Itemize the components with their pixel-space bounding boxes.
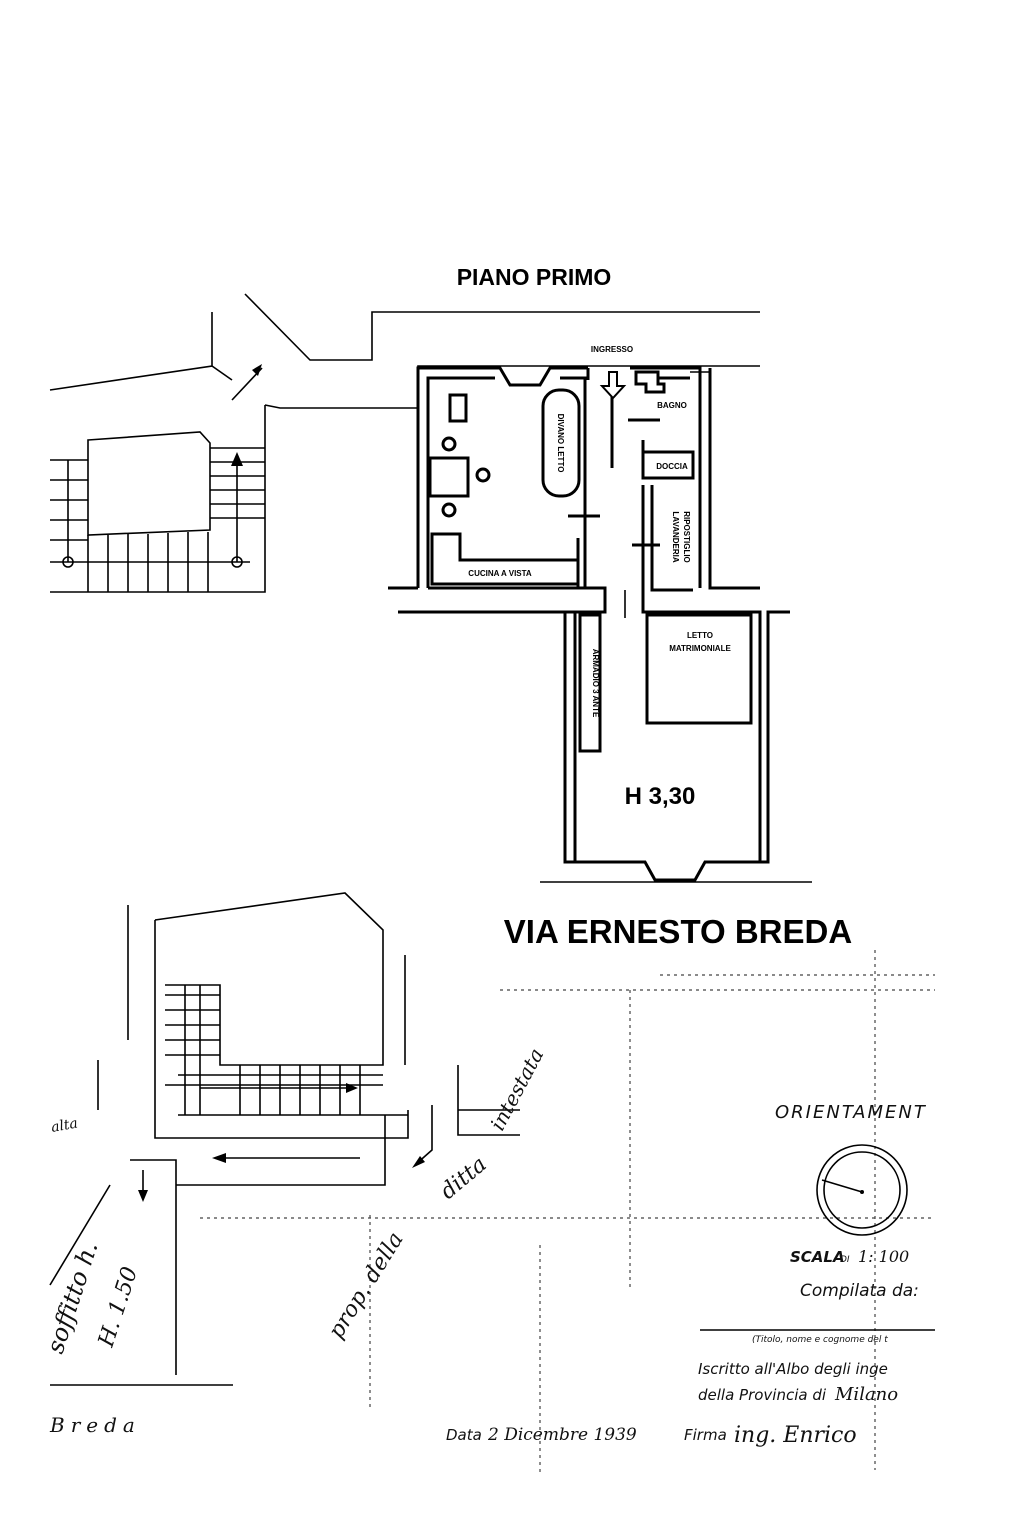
- scala-di: DI: [840, 1255, 850, 1265]
- kitchen-counter: [430, 532, 580, 586]
- iscritto-label: Iscritto all'Albo degli inge: [698, 1360, 888, 1378]
- scala-value: 1: 100: [858, 1247, 909, 1266]
- hand-prop-della: prop. della: [324, 1228, 409, 1343]
- compass-outer: [816, 1144, 908, 1236]
- double-bed: [645, 613, 753, 725]
- sofa-bed: [541, 388, 581, 498]
- stair-steps-bottom: [165, 985, 383, 1115]
- label-lavanderia: LAVANDERIA: [671, 511, 680, 562]
- hand-h150: H. 1.50: [94, 1264, 143, 1351]
- entrance-arrow-icon: [599, 371, 627, 400]
- titolo-note: (Titolo, nome e cognome del t: [752, 1335, 888, 1345]
- hand-alta: alta: [50, 1116, 79, 1136]
- firma-label: Firma: [684, 1426, 727, 1444]
- chair-icon: [441, 502, 457, 518]
- chair-icon: [441, 436, 457, 452]
- chair-icon: [475, 467, 491, 483]
- stair-steps-left: [50, 447, 265, 592]
- firma-value: ing. Enrico: [734, 1423, 857, 1448]
- toilet-icon: [634, 370, 666, 394]
- height-label: H 3,30: [625, 783, 696, 810]
- compilata-label: Compilata da:: [800, 1281, 919, 1301]
- orientamento-label: ORIENTAMENT: [775, 1102, 927, 1123]
- left-stair-block-top: [49, 293, 760, 593]
- hand-intestata: intestata: [485, 1044, 548, 1134]
- data-label: Data: [446, 1426, 482, 1444]
- data-value: 2 Dicembre 1939: [487, 1425, 637, 1445]
- label-ingresso: INGRESSO: [591, 345, 633, 354]
- old-drawing: [49, 892, 935, 1475]
- hand-breda: Breda: [49, 1413, 141, 1437]
- label-ripostiglio: RIPOSTIGLIO: [682, 511, 691, 563]
- compass-needle-icon: [821, 1179, 863, 1193]
- hand-ditta: ditta: [436, 1152, 492, 1205]
- table: [428, 456, 470, 498]
- label-cucina: CUCINA A VISTA: [468, 569, 532, 578]
- label-divano-letto: DIVANO LETTO: [556, 414, 565, 473]
- label-bagno: BAGNO: [657, 401, 687, 410]
- scala-label: SCALA: [790, 1248, 845, 1266]
- compass-inner: [823, 1151, 901, 1229]
- label-armadio: ARMADIO 3 ANTE: [591, 649, 600, 718]
- apartment: [388, 366, 812, 883]
- label-matrimoniale: MATRIMONIALE: [669, 644, 731, 653]
- label-doccia: DOCCIA: [656, 462, 688, 471]
- wardrobe: [578, 613, 602, 753]
- cabinet: [448, 393, 468, 423]
- plan-title: PIANO PRIMO: [457, 264, 612, 290]
- provincia-label: della Provincia di: [698, 1386, 827, 1404]
- street-name: VIA ERNESTO BREDA: [504, 913, 852, 950]
- label-letto: LETTO: [687, 631, 713, 640]
- provincia-value: Milano: [834, 1384, 898, 1405]
